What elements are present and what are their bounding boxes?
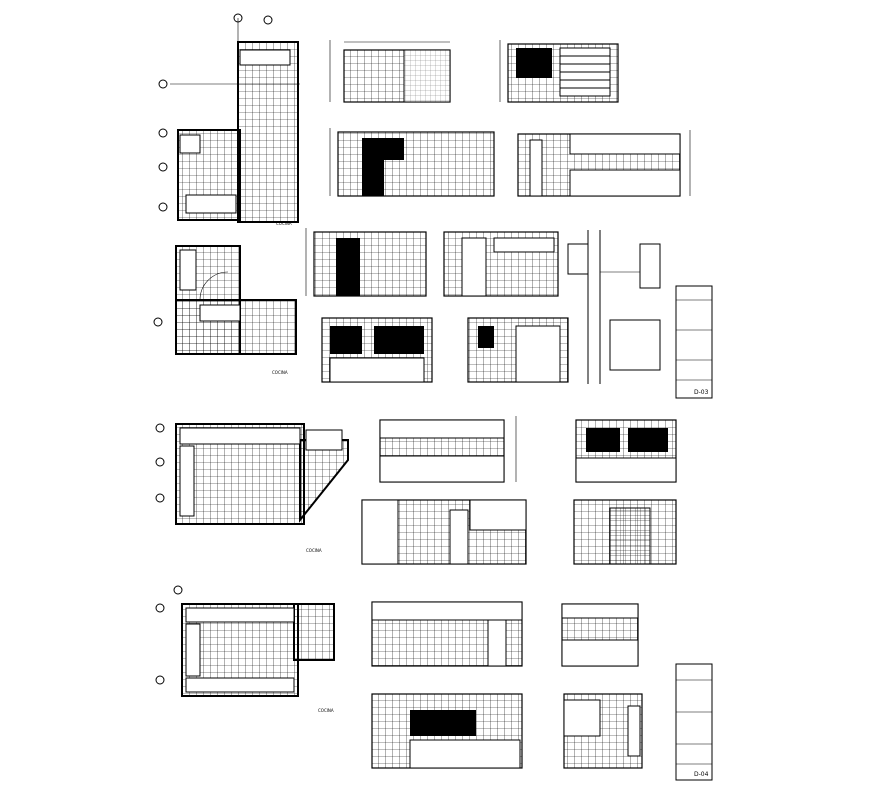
- elevation-2d: [467, 317, 569, 383]
- elevation-3c: [361, 499, 527, 565]
- elevation-4a: [371, 601, 523, 667]
- plan-2-title: COCINA: [272, 370, 288, 375]
- kitchen-floor-plan-4: COCINA: [155, 585, 335, 713]
- elevation-1d: [517, 130, 691, 197]
- elevation-4b: [561, 603, 639, 667]
- sheet-number-2: D-04: [694, 771, 709, 778]
- section-detail: [567, 230, 661, 384]
- elevation-1a: [329, 40, 451, 103]
- elevation-2c: [321, 317, 433, 383]
- elevation-4c: [371, 693, 523, 769]
- kitchen-floor-plan-3: COCINA: [155, 423, 349, 553]
- elevation-4d: [563, 693, 643, 769]
- plan-1-title: COCINA: [276, 221, 292, 226]
- elevation-1b: [499, 40, 619, 103]
- elevation-2b: [443, 231, 559, 297]
- plan-4-title: COCINA: [318, 708, 334, 713]
- elevation-3b: [575, 419, 677, 483]
- elevation-3a: [379, 416, 517, 483]
- title-block-2: D-04: [675, 663, 713, 781]
- elevation-3d: [573, 499, 677, 565]
- kitchen-floor-plan-1: COCINA: [158, 13, 300, 226]
- elevation-2a: [305, 228, 427, 297]
- title-block-1: D-03: [675, 285, 713, 399]
- elevation-1c: [329, 128, 495, 197]
- plan-3-title: COCINA: [306, 548, 322, 553]
- sheet-number-1: D-03: [694, 389, 709, 396]
- kitchen-floor-plan-2: COCINA: [153, 245, 297, 375]
